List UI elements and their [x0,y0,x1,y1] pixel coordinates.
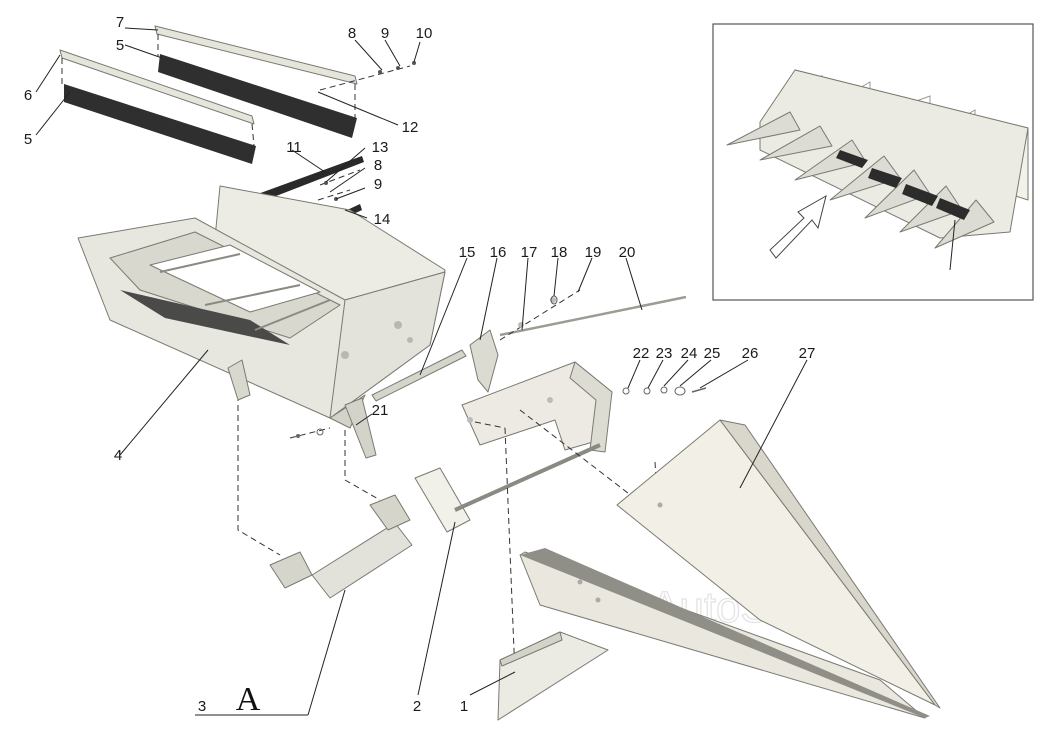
part-4-main-body [77,185,446,429]
frame-mount-plate [414,467,471,533]
callout-6: 6 [24,87,32,104]
callout-9-upper: 9 [381,25,389,42]
part-1-tip-plate [497,631,609,721]
callout-27: 27 [799,345,816,362]
top-rails [59,25,411,164]
callout-5-lower: 5 [24,131,32,148]
callout-5-upper: 5 [116,37,124,54]
callout-labels: 1 2 3 4 5 5 6 7 8 9 10 11 12 13 8 9 14 1… [24,14,816,718]
inset-view-arrow [769,194,827,259]
callout-25: 25 [704,345,721,362]
callout-24: 24 [681,345,698,362]
tip-plate-face [497,631,609,721]
callout-16: 16 [490,244,507,261]
part-2-frame [414,361,659,676]
callout-22: 22 [633,345,650,362]
callout-21: 21 [372,402,389,419]
callout-11: 11 [286,139,302,156]
callout-23: 23 [656,345,673,362]
part-20-rod [499,295,687,337]
part-5-lower-strip [64,84,256,164]
callout-20: 20 [619,244,636,261]
view-label-a: A [236,681,261,718]
part-21-bracket [344,397,377,459]
callout-18: 18 [551,244,568,261]
callout-8-upper: 8 [348,25,356,42]
cylinder-body [311,522,413,599]
callout-12: 12 [402,119,419,136]
callout-13: 13 [372,139,389,156]
callout-14: 14 [374,211,391,228]
part-27-divider [519,419,941,719]
callout-17: 17 [521,244,538,261]
inset-header-body [759,69,1029,239]
fastener-sets [289,61,707,439]
callout-19: 19 [585,244,602,261]
callout-15: 15 [459,244,476,261]
callout-8-lower: 8 [374,157,382,174]
callout-4: 4 [114,447,122,464]
part-6-rail [59,49,255,125]
callout-7: 7 [116,14,124,31]
part-7-rail [154,25,358,85]
inset-overview [712,23,1034,301]
callout-10: 10 [416,25,433,42]
callout-9-lower: 9 [374,176,382,193]
callout-3: 3 [198,698,206,715]
part-3-cylinder [227,359,413,599]
leader-lines [35,27,808,716]
part-5-upper-strip [158,54,357,138]
part-11-strip [255,156,364,203]
part-16-bracket [469,329,499,393]
callout-1: 1 [460,698,468,715]
callout-26: 26 [742,345,759,362]
callout-2: 2 [413,698,421,715]
part-15-shaft [371,349,467,402]
